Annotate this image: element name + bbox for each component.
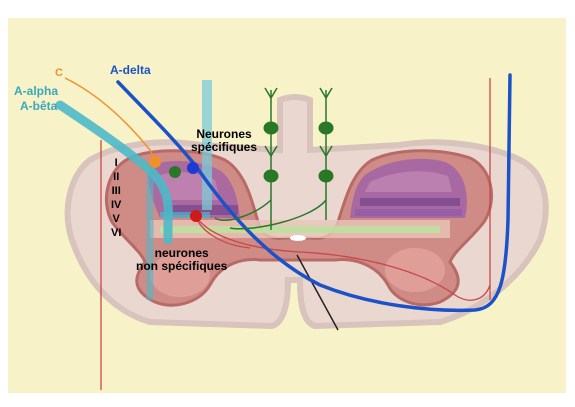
label-fiber-c: C (55, 68, 63, 79)
neuron-green-lamina (169, 166, 181, 178)
neuron-orange-c-terminal (149, 156, 161, 168)
label-nonspecific-neurons: neurones non spécifiques (136, 247, 227, 272)
neuron-red-nonspecific (190, 210, 202, 222)
neuron-blue-specific (187, 162, 199, 174)
label-fiber-a-beta: A-bêta (20, 100, 57, 112)
label-nonspecific-neurons-line2: non spécifiques (136, 260, 227, 272)
lamina-label-3: III (112, 186, 121, 199)
label-specific-neurons: Neurones spécifiques (191, 128, 257, 153)
label-fiber-a-delta: A-delta (110, 64, 151, 76)
ventral-horn-right-patch (385, 248, 445, 292)
lamina-label-4: IV (111, 200, 121, 213)
label-specific-neurons-line1: Neurones (191, 128, 257, 140)
laminae-labels: I II III IV V VI (111, 158, 121, 241)
central-canal (290, 235, 306, 241)
label-specific-neurons-line2: spécifiques (191, 141, 257, 153)
lamina-label-5: V (113, 214, 120, 227)
lamina-band-right-lower (355, 209, 462, 216)
lamina-label-1: I (115, 158, 118, 171)
lamina-label-2: II (113, 172, 119, 185)
lamina-band-right-mid (360, 198, 460, 206)
label-fiber-a-alpha: A-alpha (14, 85, 58, 97)
lamina-label-6: VI (111, 228, 121, 241)
label-nonspecific-neurons-line1: neurones (136, 247, 227, 259)
